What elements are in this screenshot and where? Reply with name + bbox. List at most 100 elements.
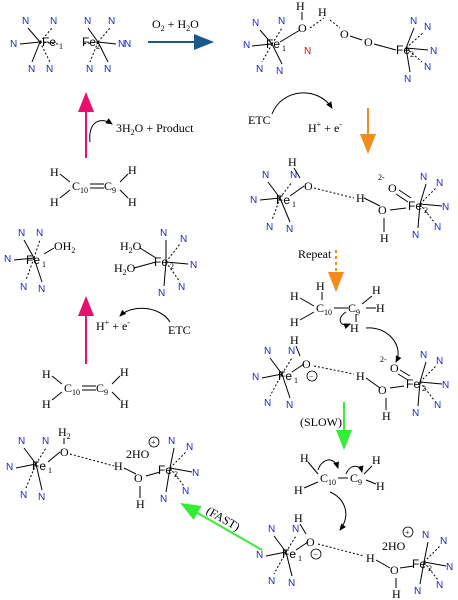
curved-arrow xyxy=(365,327,402,363)
fe1-complex: N N N N N Fe 1 O H H N xyxy=(243,0,327,77)
fe2-complex: N N N N N N Fe 2 xyxy=(81,16,131,75)
h-label: H xyxy=(42,367,51,381)
fe2-label: Fe xyxy=(412,557,426,571)
n-label: N xyxy=(424,62,431,73)
n-label: N xyxy=(410,16,417,27)
h-label: H xyxy=(128,195,137,209)
n-label: N xyxy=(446,562,453,573)
structure-radical-rebound: N N N N N Fe 1 O H − H O H 2HO + xyxy=(256,511,453,600)
h-label: H xyxy=(294,511,303,525)
fe1-label: Fe xyxy=(26,253,40,267)
n-label: N xyxy=(186,442,193,453)
fast-label: (FAST) xyxy=(204,503,243,533)
substrate-c10-c9-right: C10 C9 H H H H H H xyxy=(290,279,402,363)
o-label: O xyxy=(60,445,69,459)
n-label: N xyxy=(256,64,263,75)
n-label: N xyxy=(440,536,447,547)
curved-arrow xyxy=(317,459,339,471)
fe2-subscript: 2 xyxy=(410,50,414,59)
curved-arrow xyxy=(119,307,171,323)
fe2-label: Fe xyxy=(82,35,96,49)
h-label: H xyxy=(372,283,381,297)
n-label: N xyxy=(288,346,295,357)
structure-regenerated: N N N N N Fe 1 OH2 H2O H2O N N N N N Fe … xyxy=(4,228,197,299)
n-label: N xyxy=(180,234,187,245)
charge-label: 2- xyxy=(380,355,387,364)
fe1-complex: N N N N N Fe 1 OH2 xyxy=(4,228,75,295)
h-label: H xyxy=(50,195,59,209)
n-label: N xyxy=(434,222,441,233)
n-label: N xyxy=(412,230,419,241)
n-label: N xyxy=(278,16,285,27)
h-label: H xyxy=(120,397,129,411)
plus-charge xyxy=(402,526,414,538)
o-label: O xyxy=(304,179,313,193)
n-label: N xyxy=(86,64,93,75)
h-label: H xyxy=(50,165,59,179)
oh2-label: OH2 xyxy=(54,239,75,255)
hplus-e-label-2: H+ + e- xyxy=(96,318,130,333)
c10-label: C10 xyxy=(64,381,80,397)
h-label: H xyxy=(382,409,391,423)
fe1-label: Fe xyxy=(42,35,56,49)
h-label: H xyxy=(366,551,375,565)
minus-charge xyxy=(310,548,322,560)
step-etc-2: H+ + e- ETC xyxy=(78,296,191,364)
fe1-complex: N N N N N Fe 1 O H − xyxy=(252,333,355,411)
h-label: H xyxy=(42,397,51,411)
n-label: N xyxy=(276,66,283,77)
n-label: N xyxy=(442,380,449,391)
fe1-subscript: 1 xyxy=(59,42,63,51)
n-label: N xyxy=(36,228,43,239)
h-label: H xyxy=(120,365,129,379)
n-label: N xyxy=(22,16,29,27)
n-label: N xyxy=(264,346,271,357)
n-label-red: N xyxy=(304,46,311,57)
n-label: N xyxy=(286,224,293,235)
step-repeat: Repeat xyxy=(298,247,344,292)
n-label: N xyxy=(20,282,27,293)
n-label: N xyxy=(158,288,165,299)
two-ho-label: 2HO xyxy=(126,447,150,461)
n-label: N xyxy=(266,222,273,233)
fe1-label: Fe xyxy=(278,369,292,383)
h-label: H xyxy=(136,497,145,511)
step-o2-h2o: O2 + H2O xyxy=(148,17,214,50)
n-label: N xyxy=(6,462,13,473)
h2o-bottom-label: H2O xyxy=(114,261,136,277)
step-product-release: 3H2O + Product xyxy=(78,92,194,158)
fe2-label: Fe xyxy=(406,377,420,391)
h-label: H xyxy=(350,321,359,335)
h-label: H xyxy=(376,301,385,315)
n-label: N xyxy=(160,494,167,505)
n-label: N xyxy=(46,64,53,75)
fe2-complex: H O H 2HO + N N N N N Fe 2 xyxy=(366,526,453,600)
n-label: N xyxy=(268,576,275,587)
h-label: H xyxy=(356,191,365,205)
fe2-subscript: 2 xyxy=(422,384,426,393)
n-label: N xyxy=(118,39,125,50)
n-label: N xyxy=(38,284,45,295)
n-label: N xyxy=(414,586,421,597)
curved-arrow xyxy=(345,465,364,475)
o-label: O xyxy=(298,21,307,35)
n-label: N xyxy=(264,398,271,409)
n-label: N xyxy=(168,436,175,447)
charge-label: 2- xyxy=(378,173,385,182)
n-label: N xyxy=(250,195,257,206)
alkene-c10-c9-upper: C10 C9 H H H H xyxy=(50,163,137,209)
fe1-subscript: 1 xyxy=(42,260,46,269)
h-label: H xyxy=(296,0,305,13)
fe1-complex: N N N N N Fe 1 O H2 xyxy=(6,425,115,503)
h2o-top-label: H2O xyxy=(120,239,142,255)
slow-label: (SLOW) xyxy=(300,415,342,429)
fe2-oxo-complex: H O H 2- O N N N N N Fe 2 xyxy=(356,172,449,245)
etc-label: ETC xyxy=(248,113,271,127)
etc-label: ETC xyxy=(168,323,191,337)
h-label: H xyxy=(294,483,303,497)
n-label: N xyxy=(252,18,259,29)
fe2-label: Fe xyxy=(158,463,172,477)
structure-o2-bound: N N N N N Fe 1 O H H N O O N N xyxy=(243,0,437,85)
